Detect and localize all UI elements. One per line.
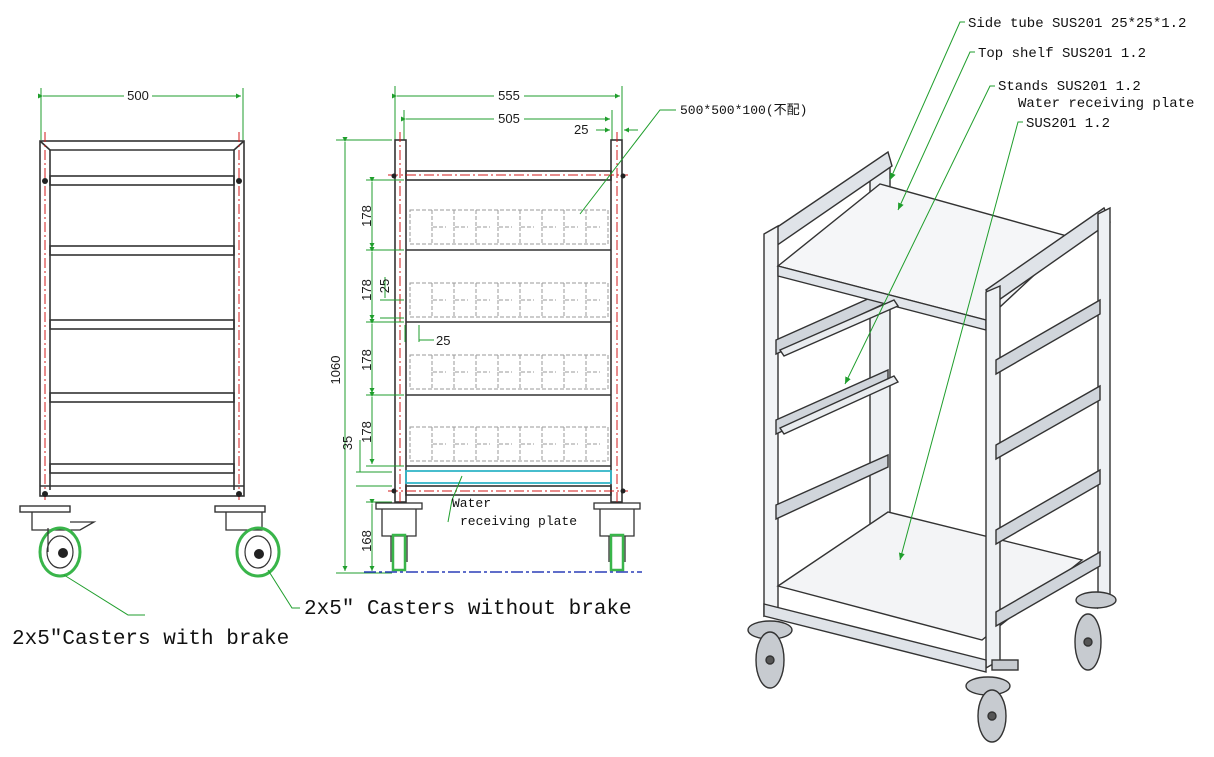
plate-leader: [447, 475, 463, 523]
side-tube-callout: Side tube SUS201 25*25*1.2: [968, 16, 1186, 32]
nobrake-caster-callout: 2x5″ Casters without brake: [304, 598, 632, 621]
water-plate-callout-line2: SUS201 1.2: [1026, 116, 1110, 132]
pitch-2-label: 178: [359, 279, 374, 301]
stand-height-label: 25: [377, 279, 392, 293]
front-caster-left: [19, 505, 97, 578]
pitch-4-label: 178: [359, 421, 374, 443]
front-width-label: 500: [127, 88, 149, 103]
side-bolts: [391, 173, 626, 494]
plate-offset-label: 35: [340, 436, 355, 450]
side-centerlines: [388, 132, 628, 505]
overall-width-label: 555: [498, 88, 520, 103]
caster-height-label: 168: [359, 530, 374, 552]
tray-note-leader: [579, 109, 676, 215]
plate-label-line1: Water: [452, 496, 491, 511]
isometric-view: [747, 150, 1117, 743]
tray-hidden-lines: [409, 209, 609, 462]
inner-width-label: 505: [498, 111, 520, 126]
side-view: 555 505 25: [328, 86, 807, 574]
front-centerlines: [44, 132, 240, 500]
plate-label-line2: receiving plate: [460, 514, 577, 529]
stand-width-label: 25: [436, 333, 450, 348]
tray-note: 500*500*100(不配): [680, 103, 807, 118]
tube-width-label: 25: [574, 122, 588, 137]
side-vertical-dimensions: [336, 137, 434, 574]
side-frame: [394, 139, 623, 503]
front-frame: [39, 140, 245, 497]
pitch-3-label: 178: [359, 349, 374, 371]
pitch-1-label: 178: [359, 205, 374, 227]
front-caster-right: [214, 505, 281, 578]
side-caster-left: [375, 502, 423, 572]
caster-leaders: [63, 569, 300, 616]
total-height-label: 1060: [328, 356, 343, 385]
water-plate-callout-line1: Water receiving plate: [1018, 96, 1194, 112]
top-shelf-callout: Top shelf SUS201 1.2: [978, 46, 1146, 62]
iso-leaders: [844, 21, 1023, 561]
front-view: 500: [19, 88, 300, 616]
water-plate-highlight: [405, 470, 612, 484]
side-caster-right: [593, 502, 641, 572]
front-bolts: [42, 178, 242, 497]
brake-caster-callout: 2x5″Casters with brake: [12, 628, 289, 651]
stands-callout: Stands SUS201 1.2: [998, 79, 1141, 95]
